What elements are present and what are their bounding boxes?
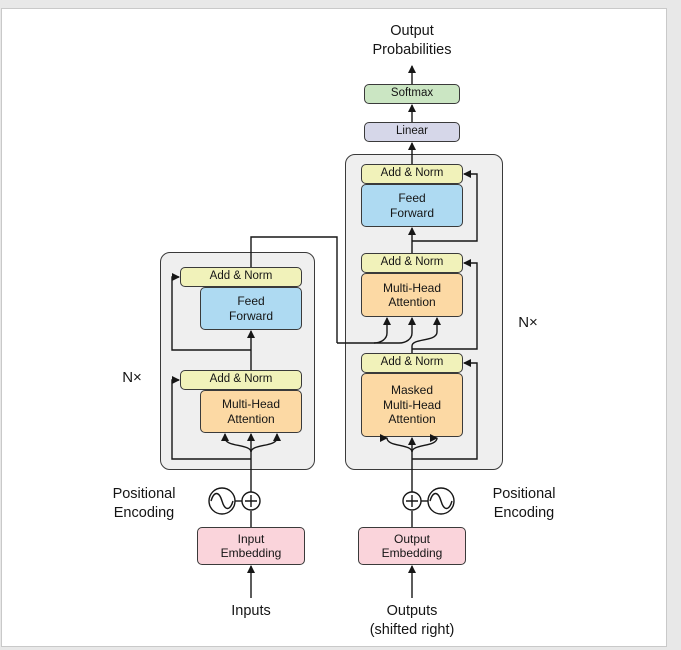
inputs-text: Inputs (231, 603, 271, 619)
input-embedding-box: Input Embedding (197, 527, 305, 565)
decoder-attention-line2: Attention (388, 295, 436, 309)
encoder-feed-forward: Feed Forward (200, 287, 302, 330)
output-embedding-box: Output Embedding (358, 527, 466, 565)
linear-label: Linear (396, 125, 428, 138)
output-embedding-line1: Output (393, 531, 431, 546)
positional-encoding-right-line1: Positional (492, 486, 556, 502)
encoder-feed-forward-line2: Forward (228, 308, 273, 323)
input-embedding-line1: Input (237, 531, 265, 546)
outputs-line1: Outputs (386, 603, 438, 619)
decoder-masked-line1: Masked (390, 383, 434, 398)
decoder-add-norm-mid-label: Add & Norm (380, 256, 444, 269)
page-frame (1, 8, 667, 647)
positional-encoding-left-line2: Encoding (113, 504, 175, 521)
decoder-add-norm-mid: Add & Norm (361, 253, 463, 273)
positional-encoding-left-label: Positional Encoding (98, 485, 190, 523)
encoder-add-norm-bottom-label: Add & Norm (209, 373, 273, 386)
positional-encoding-right-line2: Encoding (493, 504, 555, 521)
output-probabilities-line1: Output (390, 23, 434, 39)
output-embedding-line2: Embedding (381, 546, 443, 560)
encoder-add-norm-top-label: Add & Norm (209, 270, 273, 283)
decoder-masked-attention: Masked Multi-Head Attention (361, 373, 463, 437)
decoder-add-norm-top: Add & Norm (361, 164, 463, 184)
softmax-box: Softmax (364, 84, 460, 104)
decoder-masked-line3: Attention (388, 412, 436, 427)
decoder-feed-forward-line1: Feed (398, 191, 426, 206)
decoder-cross-attention: Multi-Head Attention (361, 273, 463, 317)
outputs-label: Outputs (shifted right) (342, 602, 482, 640)
inputs-label: Inputs (211, 602, 291, 621)
encoder-feed-forward-line1: Feed (237, 294, 265, 309)
output-probabilities-line2: Probabilities (372, 41, 452, 58)
decoder-add-norm-top-label: Add & Norm (380, 167, 444, 180)
softmax-label: Softmax (390, 87, 434, 100)
encoder-attention-line1: Multi-Head (221, 397, 281, 412)
encoder-self-attention: Multi-Head Attention (200, 390, 302, 433)
encoder-attention-line2: Attention (227, 411, 275, 426)
decoder-nx-label: N× (508, 313, 548, 333)
decoder-masked-line2: Multi-Head (382, 397, 442, 412)
encoder-add-norm-bottom: Add & Norm (180, 370, 302, 390)
encoder-nx-text: N× (122, 369, 142, 386)
encoder-nx-label: N× (112, 368, 152, 388)
outputs-line2: (shifted right) (369, 621, 455, 638)
positional-encoding-left-line1: Positional (112, 486, 176, 502)
input-embedding-line2: Embedding (220, 546, 282, 560)
decoder-add-norm-bottom: Add & Norm (361, 353, 463, 373)
decoder-attention-line1: Multi-Head (382, 280, 442, 295)
decoder-feed-forward: Feed Forward (361, 184, 463, 227)
output-probabilities-label: Output Probabilities (332, 22, 492, 60)
positional-encoding-right-label: Positional Encoding (478, 485, 570, 523)
decoder-add-norm-bottom-label: Add & Norm (380, 356, 444, 369)
decoder-nx-text: N× (518, 314, 538, 331)
decoder-feed-forward-line2: Forward (389, 205, 434, 220)
linear-box: Linear (364, 122, 460, 142)
encoder-add-norm-top: Add & Norm (180, 267, 302, 287)
